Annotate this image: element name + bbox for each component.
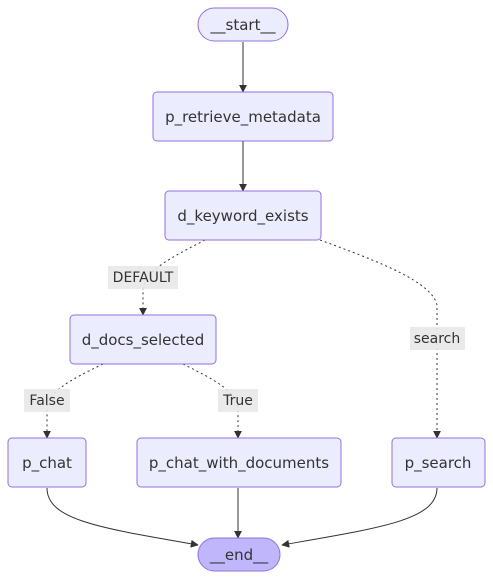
edge-label-false: False — [24, 389, 70, 412]
edge-keyword-to-docs — [139, 239, 206, 316]
node-d-docs-selected: d_docs_selected — [69, 314, 217, 365]
node-p-chat-label: p_chat — [22, 454, 72, 473]
edge-label-search-text: search — [414, 331, 461, 347]
node-start-label: __start__ — [210, 16, 276, 35]
node-p-chat: p_chat — [7, 437, 87, 488]
node-p-search: p_search — [391, 437, 486, 488]
node-p-search-label: p_search — [405, 454, 472, 473]
edge-label-default-text: DEFAULT — [113, 270, 174, 286]
node-p-chat-with-documents-label: p_chat_with_documents — [149, 454, 329, 473]
node-p-retrieve-metadata-label: p_retrieve_metadata — [165, 108, 321, 127]
node-end-label: __end__ — [209, 546, 269, 565]
node-p-chat-with-documents: p_chat_with_documents — [136, 437, 342, 488]
edge-label-true-text: True — [222, 393, 253, 409]
node-d-keyword-exists: d_keyword_exists — [164, 190, 322, 241]
edge-label-false-text: False — [29, 393, 64, 409]
edge-label-true: True — [218, 389, 258, 412]
edge-chat-to-end — [46, 487, 199, 548]
node-d-keyword-exists-label: d_keyword_exists — [177, 207, 308, 226]
edge-label-default: DEFAULT — [108, 266, 178, 289]
node-end: __end__ — [197, 537, 281, 572]
edge-keyword-to-search — [319, 239, 441, 439]
edge-search-to-end — [281, 487, 438, 548]
edge-label-search: search — [410, 327, 465, 350]
node-p-retrieve-metadata: p_retrieve_metadata — [152, 91, 334, 142]
node-start: __start__ — [197, 7, 289, 42]
node-d-docs-selected-label: d_docs_selected — [82, 331, 205, 350]
edge-docs-to-chat-with-documents — [182, 363, 242, 439]
